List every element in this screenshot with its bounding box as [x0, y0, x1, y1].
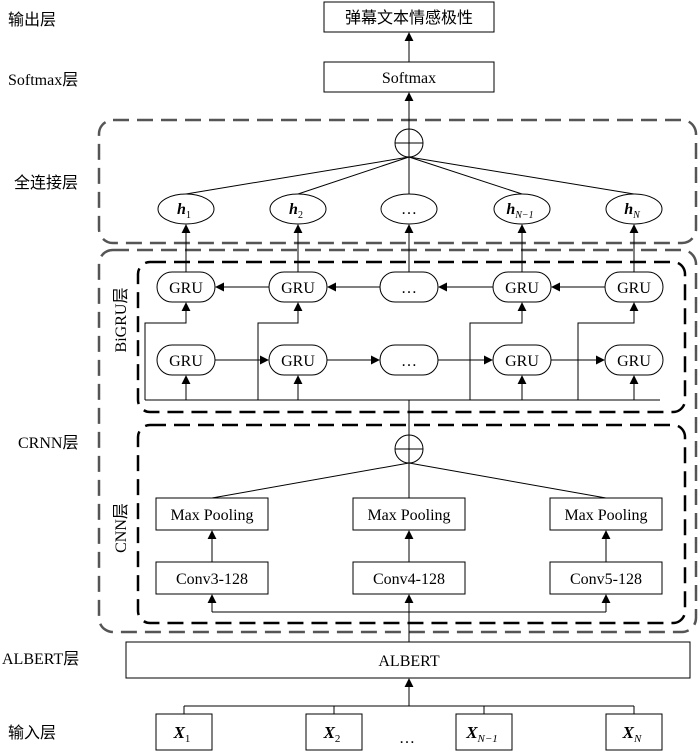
gru-cells: GRU GRU … GRU GRU GRU GRU … GRU GRU — [144, 271, 664, 401]
gru-cell-label: … — [401, 353, 417, 370]
crnn-layer-label: CRNN层 — [18, 435, 78, 452]
output-box-label: 弹幕文本情感极性 — [345, 9, 473, 27]
cnn-layer-label: CNN层 — [113, 503, 130, 553]
conv-label: Conv4-128 — [373, 571, 445, 588]
input-token-box — [605, 713, 663, 751]
albert-box — [125, 641, 691, 679]
input-to-backward-gru-arrow — [469, 302, 527, 400]
pool-to-concat-line — [211, 462, 410, 499]
input-ellipsis: … — [399, 730, 415, 747]
gru-cell-label: GRU — [617, 280, 651, 297]
pool-to-concat-line — [408, 462, 607, 499]
input-to-backward-gru-arrow — [577, 302, 639, 400]
input-token-box — [455, 713, 513, 751]
hidden-state-label: hN−1 — [506, 201, 533, 221]
gru-cell-label: GRU — [169, 280, 203, 297]
gru-cell-label: GRU — [169, 353, 203, 370]
hidden-state-label: h2 — [289, 201, 303, 221]
gru-cell-label: GRU — [505, 353, 539, 370]
fc-connection-line — [297, 156, 410, 195]
max-pooling-box — [549, 497, 663, 531]
hidden-state-node — [269, 193, 327, 225]
max-pooling-label: Max Pooling — [170, 507, 253, 524]
hidden-state-node — [605, 193, 663, 225]
max-pooling-label: Max Pooling — [564, 507, 647, 524]
gru-cell-label: GRU — [617, 353, 651, 370]
hidden-state-label: hN — [624, 201, 641, 221]
input-token-label: XN — [622, 723, 642, 745]
output-layer-label: 输出层 — [8, 11, 56, 29]
conv-label: Conv3-128 — [176, 571, 248, 588]
hidden-state-node — [157, 193, 215, 225]
softmax-box-label: Softmax — [382, 70, 436, 87]
hidden-state-node — [380, 193, 438, 225]
input-tokens: X1 X2 XN−1 XN — [155, 706, 663, 751]
gru-cell-label: GRU — [281, 353, 315, 370]
gru-cell-label: … — [401, 280, 417, 297]
input-token-label: X1 — [173, 723, 191, 745]
conv-label: Conv5-128 — [570, 571, 642, 588]
output-box — [323, 1, 495, 33]
fc-connection-line — [408, 156, 523, 195]
input-to-backward-gru-arrow — [144, 302, 191, 400]
albert-layer-label: ALBERT层 — [2, 651, 79, 668]
cnn-layer-frame — [136, 423, 687, 625]
hidden-state-label: h1 — [177, 201, 191, 221]
crnn-layer-frame — [97, 248, 698, 634]
fc-connection-line — [185, 156, 410, 195]
fc-layer-frame — [97, 118, 698, 245]
hidden-state-node — [493, 193, 551, 225]
albert-box-label: ALBERT — [378, 653, 439, 670]
fc-layer-label: 全连接层 — [14, 174, 78, 192]
bigru-layer-label: BiGRU层 — [113, 288, 130, 353]
conv-box — [352, 561, 466, 595]
input-token-label: X2 — [323, 723, 341, 745]
conv-box — [155, 561, 269, 595]
softmax-layer-label: Softmax层 — [8, 72, 78, 89]
gru-cell-label: GRU — [505, 280, 539, 297]
gru-cell-label: GRU — [281, 280, 315, 297]
input-token-label: XN−1 — [465, 723, 498, 745]
gru-cell — [604, 344, 664, 376]
max-pooling-label: Max Pooling — [367, 507, 450, 524]
input-token-box — [305, 713, 363, 751]
max-pooling-box — [352, 497, 466, 531]
fc-connection-line — [408, 156, 635, 195]
conv-box — [549, 561, 663, 595]
hidden-states: h1 h2 … hN−1 hN — [157, 156, 663, 272]
max-pooling-box — [155, 497, 269, 531]
hidden-state-label: … — [401, 201, 417, 218]
gru-cell — [156, 271, 216, 303]
input-to-backward-gru-arrow — [257, 302, 303, 400]
bigru-layer-frame — [136, 260, 687, 414]
input-layer-label: 输入层 — [8, 724, 56, 742]
